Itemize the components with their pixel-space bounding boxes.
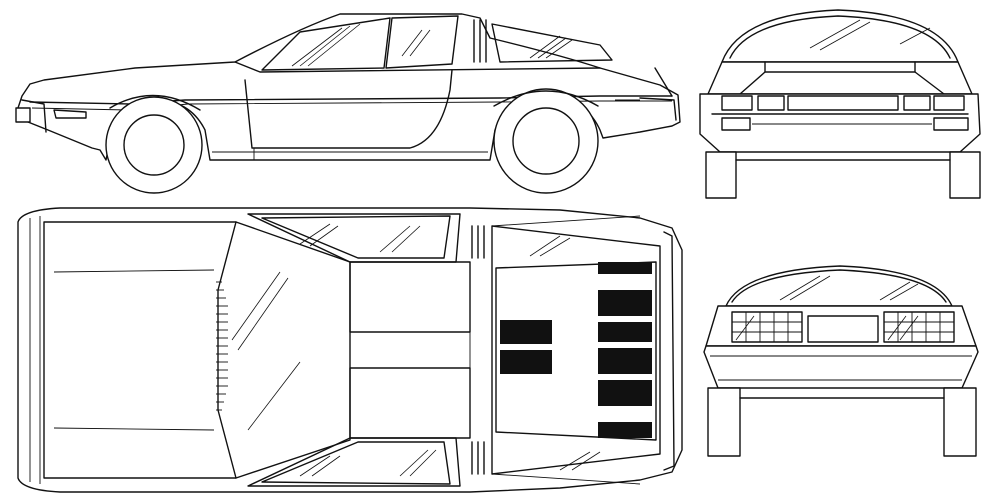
car-side-view xyxy=(15,13,681,194)
louver-vent xyxy=(598,290,652,316)
louver-vent xyxy=(598,322,652,342)
louver-vent xyxy=(598,422,652,438)
louver-vent xyxy=(500,350,552,374)
louver-vent xyxy=(598,380,652,406)
louver-vent xyxy=(598,348,652,374)
car-front-view xyxy=(699,9,981,199)
car-rear-view xyxy=(703,265,979,457)
louver-vent xyxy=(500,320,552,344)
louver-vent xyxy=(598,262,652,274)
car-top-view xyxy=(17,207,683,493)
